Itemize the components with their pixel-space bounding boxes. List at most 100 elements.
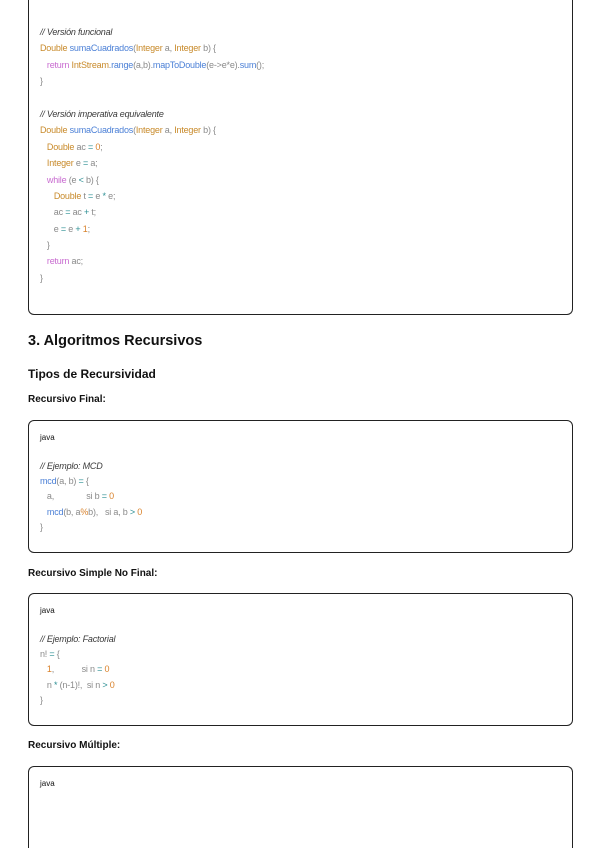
code-token: 0 <box>137 506 143 517</box>
code-token: 0 <box>109 679 115 690</box>
code-token: (); <box>256 59 265 70</box>
code-line: // Ejemplo: MCD <box>40 459 142 474</box>
code-token: 0 <box>109 491 114 502</box>
code-line: // Versión imperativa equivalente <box>40 106 264 122</box>
code-token: IntStream <box>71 59 109 70</box>
section-title: 3. Algoritmos Recursivos <box>28 333 203 349</box>
code-token: } <box>40 272 43 283</box>
code-line: } <box>40 237 264 253</box>
code-token: { <box>54 649 60 660</box>
code-token: = <box>65 207 71 218</box>
code-token: range <box>111 59 134 70</box>
code-block-factorial: java // Ejemplo: Factorial n! = { 1, si n… <box>28 593 573 726</box>
code-token: b) { <box>83 174 99 185</box>
code-line: return ac; <box>40 253 264 269</box>
code-line: // Versión funcional <box>40 24 264 40</box>
code-token: // Ejemplo: MCD <box>40 461 103 471</box>
code-token: t; <box>89 207 96 218</box>
code-token: , si n <box>51 664 98 675</box>
code-token: 1 <box>46 664 52 675</box>
code-token: ac <box>70 207 84 218</box>
code-token: // Versión imperativa equivalente <box>40 108 164 119</box>
code-token: Double <box>46 141 75 152</box>
heading-recursivo-multiple: Recursivo Múltiple: <box>28 740 121 751</box>
code-token: = <box>78 476 84 487</box>
code-token: = <box>97 664 103 675</box>
code-token: (e->e*e). <box>206 59 240 70</box>
code-line: // Ejemplo: Factorial <box>40 632 116 647</box>
code-line: } <box>40 270 264 286</box>
code-token: = <box>88 190 94 201</box>
code-lang-label: java <box>40 606 55 615</box>
code-token: b), si a, b <box>88 506 130 517</box>
code-line: n * (n-1)!, si n > 0 <box>40 678 115 693</box>
code-token: = <box>60 223 66 234</box>
code-token: + <box>84 207 90 218</box>
code-token: sumaCuadrados <box>69 125 134 136</box>
code-token: Double <box>40 43 70 54</box>
code-line: ac = ac + t; <box>40 204 264 220</box>
code-token <box>40 191 54 201</box>
code-token: Integer <box>135 125 163 136</box>
code-token <box>40 507 47 517</box>
code-line: n! = { <box>40 647 115 662</box>
code-token: ; <box>100 141 103 152</box>
code-line: } <box>40 73 264 89</box>
code-line: 1, si n = 0 <box>40 662 115 677</box>
code-token: n! <box>40 649 50 660</box>
code-token: e; <box>105 190 116 201</box>
code-token: + <box>75 223 81 234</box>
code-token: return <box>46 59 72 70</box>
code-token: (a,b). <box>133 59 153 70</box>
code-token: Double <box>40 125 70 136</box>
code-token: 0 <box>95 141 101 152</box>
code-content: // Ejemplo: MCD mcd(a, b) = { a, si b = 0… <box>40 459 142 535</box>
code-token: = <box>82 158 89 169</box>
code-token: } <box>40 694 43 705</box>
code-token: a, si b <box>40 491 102 502</box>
code-token: Integer <box>135 43 163 54</box>
code-token: // Ejemplo: Factorial <box>40 634 116 644</box>
code-token: > <box>129 506 135 517</box>
code-line: Double ac = 0; <box>40 139 264 155</box>
code-line: mcd(a, b) = { <box>40 474 142 489</box>
code-token: } <box>40 76 43 87</box>
code-token: e <box>40 223 61 234</box>
code-token: } <box>40 521 43 532</box>
code-line: } <box>40 520 142 535</box>
code-token: return <box>46 256 70 267</box>
code-line: Double t = e * e; <box>40 188 264 204</box>
code-token: e <box>93 190 103 201</box>
code-token <box>40 664 47 674</box>
code-token: ( <box>133 125 136 136</box>
code-line: a, si b = 0 <box>40 489 142 504</box>
code-token: a; <box>88 158 98 169</box>
code-token: sum <box>239 59 257 70</box>
code-token: . <box>108 59 112 70</box>
code-token <box>40 142 47 152</box>
code-token: mcd <box>46 506 64 517</box>
code-token: mcd <box>40 476 57 487</box>
code-token: Integer <box>174 43 201 54</box>
code-token <box>40 175 47 185</box>
code-token: = <box>49 649 55 660</box>
subsection-title: Tipos de Recursividad <box>28 367 156 381</box>
code-token: < <box>78 174 84 185</box>
heading-recursivo-final: Recursivo Final: <box>28 394 106 405</box>
code-token: sumaCuadrados <box>69 43 134 54</box>
code-block-recursivo-multiple: java <box>28 766 573 848</box>
code-token: ; <box>87 223 91 234</box>
code-token: 0 <box>104 664 110 675</box>
code-token <box>40 158 47 168</box>
code-lang-label: java <box>40 779 55 788</box>
code-line: while (e < b) { <box>40 172 264 188</box>
code-line: } <box>40 693 115 708</box>
code-token: = <box>101 491 107 502</box>
code-token: (b, a <box>63 506 81 517</box>
code-line: mcd(b, a%b), si a, b > 0 <box>40 505 142 520</box>
code-token: Integer <box>46 158 74 169</box>
code-token: b) { <box>200 43 216 54</box>
code-token: 1 <box>82 223 88 234</box>
